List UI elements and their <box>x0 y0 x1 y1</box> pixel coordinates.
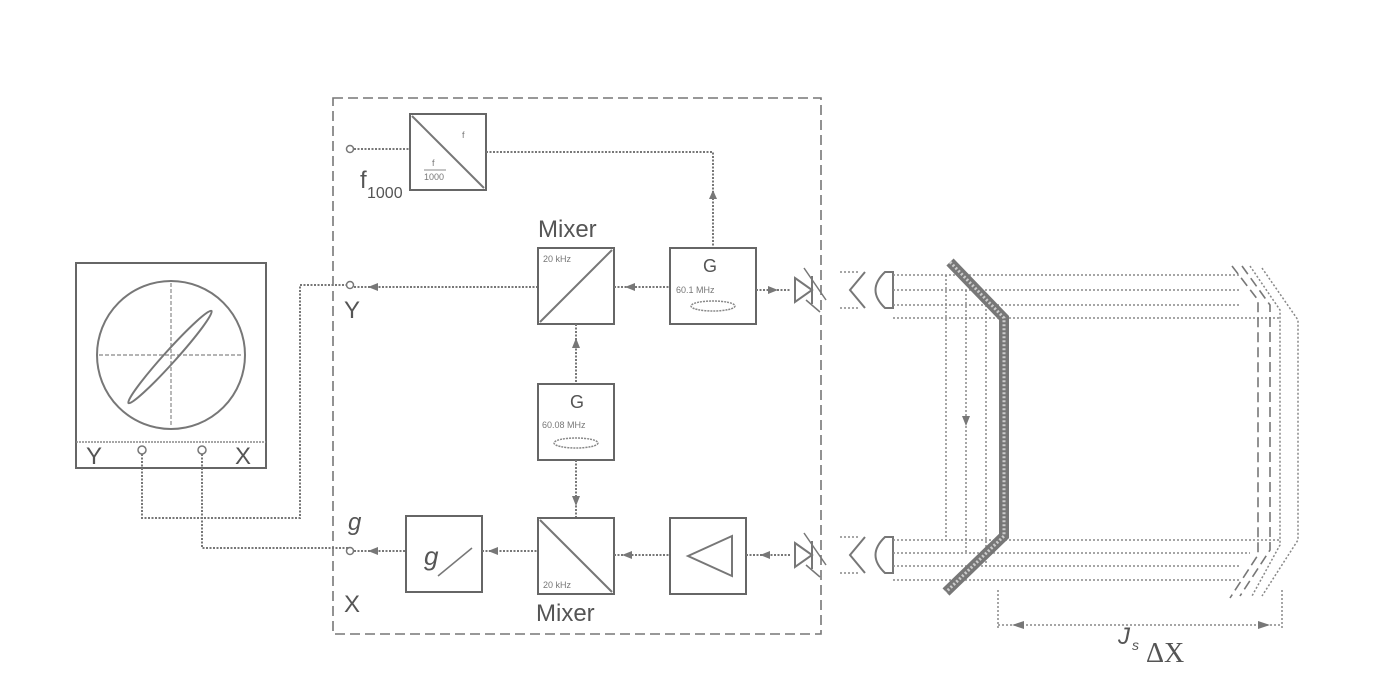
lower-beams <box>893 539 1280 581</box>
svg-text:60.1 MHz: 60.1 MHz <box>676 285 715 295</box>
y-port-terminal[interactable] <box>345 280 355 290</box>
optical-receiver <box>794 532 827 578</box>
osc-x-terminal[interactable] <box>197 445 207 455</box>
top-mixer-label: Mixer <box>538 216 597 243</box>
osc-x-label: X <box>235 443 251 470</box>
svg-text:20 kHz: 20 kHz <box>543 580 572 590</box>
moving-reflector <box>1229 265 1299 599</box>
delta-x-label: ΔX <box>1146 638 1184 669</box>
top-generator-label: G <box>703 256 717 276</box>
top-lens <box>840 271 894 309</box>
fixed-reflector <box>942 258 1009 596</box>
svg-text:f: f <box>462 130 465 140</box>
f-port-label: f <box>360 167 367 194</box>
gain-block <box>405 515 483 593</box>
svg-text:f: f <box>432 158 435 168</box>
f-port-subscript: 1000 <box>367 185 403 202</box>
svg-text:60.08 MHz: 60.08 MHz <box>542 420 586 430</box>
osc-y-label: Y <box>86 443 102 470</box>
top-mixer-section: Y Mixer 20 kHz G 60.1 MHz <box>344 216 790 325</box>
displacement-dimension: J s ΔX <box>997 590 1283 669</box>
oscilloscope-screen <box>96 280 246 430</box>
top-generator-block <box>669 247 757 325</box>
gain-label: g <box>424 541 439 571</box>
svg-text:20 kHz: 20 kHz <box>543 254 572 264</box>
amplifier-block <box>669 517 747 595</box>
lissajous-figure <box>127 309 213 405</box>
g-port-label: g <box>348 509 362 536</box>
g-port-terminal[interactable] <box>345 546 355 556</box>
frequency-divider: f f 1000 f 1000 <box>345 113 717 246</box>
oscilloscope: Y X <box>75 262 267 470</box>
optical-emitter <box>794 267 827 313</box>
svg-text:1000: 1000 <box>424 172 444 182</box>
js-label: J <box>1117 623 1131 650</box>
bottom-mixer-label: Mixer <box>536 600 595 627</box>
middle-generator-label: G <box>570 392 584 412</box>
f-port-terminal[interactable] <box>345 144 355 154</box>
osc-y-terminal[interactable] <box>137 445 147 455</box>
internal-beams <box>945 275 987 566</box>
upper-beams <box>893 274 1280 319</box>
y-port-label: Y <box>344 297 360 324</box>
middle-generator-section: G 60.08 MHz <box>537 324 615 518</box>
js-subscript: s <box>1132 637 1139 653</box>
bottom-mixer-section: g X g 20 kHz Mixer <box>344 509 790 627</box>
bottom-lens <box>840 536 894 574</box>
x-port-label: X <box>344 591 360 618</box>
amplifier-triangle <box>685 534 733 578</box>
electronics-enclosure <box>332 97 822 635</box>
oscilloscope-wires <box>141 284 350 549</box>
